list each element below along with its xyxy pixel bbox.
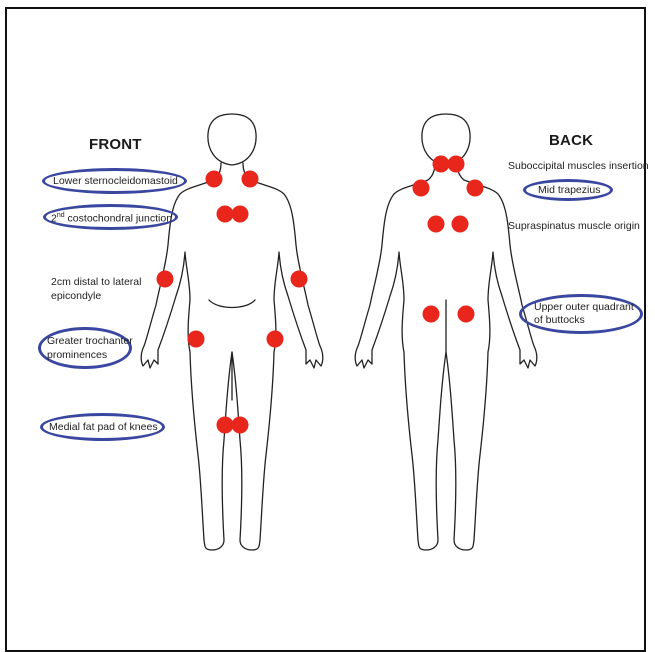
tender-point (433, 156, 450, 173)
label-epicondyle-line2: epicondyle (51, 289, 101, 303)
tender-point (232, 417, 249, 434)
label-trochanter-line1: Greater trochanter (47, 334, 133, 348)
tender-point (428, 216, 445, 233)
label-supraspinatus: Supraspinatus muscle origin (508, 219, 640, 233)
label-buttocks-line2: of buttocks (534, 313, 585, 327)
tender-point (206, 171, 223, 188)
tender-point (413, 180, 430, 197)
tender-point (291, 271, 308, 288)
tender-point (452, 216, 469, 233)
label-buttocks-line1: Upper outer quadrant (534, 300, 634, 314)
tender-point (242, 171, 259, 188)
label-epicondyle-line1: 2cm distal to lateral (51, 275, 141, 289)
tender-point (458, 306, 475, 323)
tender-point (267, 331, 284, 348)
label-lower-sternocleidomastoid: Lower sternocleidomastoid (53, 174, 178, 188)
tender-point (217, 206, 234, 223)
back-body-outline (355, 114, 537, 550)
tender-point (448, 156, 465, 173)
back-heading: BACK (549, 132, 593, 149)
label-trochanter-line2: prominences (47, 348, 107, 362)
label-costochondral-junction: 2nd costochondral junction (51, 209, 172, 226)
tender-point (423, 306, 440, 323)
label-medial-fat-pad: Medial fat pad of knees (49, 420, 158, 434)
tender-point (217, 417, 234, 434)
front-heading: FRONT (89, 136, 142, 153)
label-suboccipital: Suboccipital muscles insertion (508, 159, 649, 173)
tender-point (188, 331, 205, 348)
back-tender-points (413, 156, 484, 323)
tender-point (467, 180, 484, 197)
tender-point (232, 206, 249, 223)
label-mid-trapezius: Mid trapezius (538, 183, 600, 197)
tender-point (157, 271, 174, 288)
